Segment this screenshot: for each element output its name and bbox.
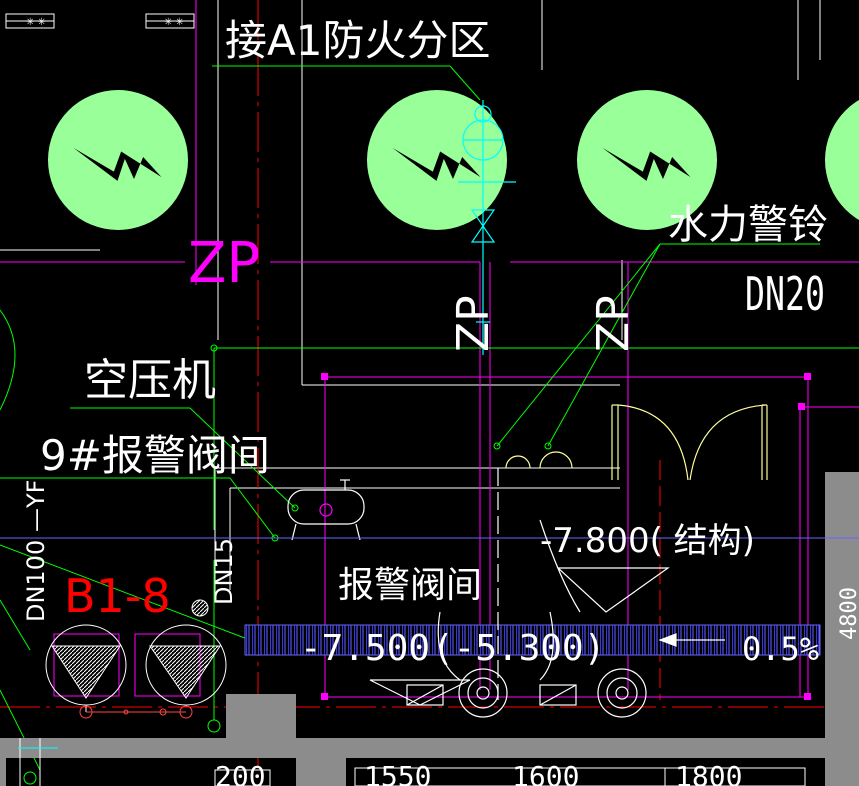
magenta-pipe-nodes: [321, 373, 811, 700]
pump-2: [134, 624, 227, 706]
label-pipe-yf: —YF: [22, 480, 50, 532]
air-compressor-icon: [287, 479, 365, 541]
label-alarm-valve-room: 报警阀间: [338, 565, 482, 606]
legend-box-left: ✳ ✳: [5, 13, 55, 29]
door-swings: [505, 404, 768, 481]
cyan-riser: [458, 100, 516, 355]
label-dim-4: 1800: [675, 760, 742, 786]
pump-pipe: [79, 705, 193, 719]
sump-details: [369, 468, 725, 718]
wall-outline: [19, 738, 806, 786]
label-dim-right: 4800: [837, 587, 859, 640]
label-water-bell: 水力警铃: [668, 202, 828, 248]
green-lines: [0, 65, 859, 771]
svg-text:✳ ✳: ✳ ✳: [164, 17, 184, 28]
label-dim-2: 1550: [364, 760, 431, 786]
label-slope: 0.5%: [742, 630, 819, 668]
svg-text:✳ ✳: ✳ ✳: [26, 17, 46, 28]
label-dim-3: 1600: [512, 760, 579, 786]
dn15-valve: [191, 599, 209, 617]
drainage-trench: [244, 624, 821, 656]
label-pipe-dn15: DN15: [210, 538, 238, 605]
grid-lines-white: [0, 0, 821, 600]
alarm-bell-1: [48, 90, 188, 230]
label-zp-vertical-1: ZP: [448, 295, 499, 352]
label-alarm-valve-9: 9#报警阀间: [40, 431, 270, 480]
label-bell-dn: DN20: [745, 267, 825, 321]
alarm-bell-4: [825, 99, 859, 221]
legend-box-right: ✳ ✳: [145, 13, 195, 29]
label-air-compressor: 空压机: [84, 355, 216, 406]
label-zp-main: ZP: [188, 231, 260, 296]
alarm-bell-2: [367, 90, 507, 230]
label-zp-vertical-2: ZP: [588, 295, 639, 352]
gray-walls: [0, 472, 859, 786]
green-nodes: [23, 344, 552, 785]
label-dim-1: 200: [215, 760, 266, 786]
label-connect-zone: 接A1防火分区: [225, 16, 490, 65]
alarm-bell-3: [577, 90, 717, 230]
pump-1: [45, 624, 127, 712]
label-elevation-2: (-5.300): [432, 628, 605, 669]
label-room-code: B1-8: [64, 569, 171, 623]
label-elevation-1: -7.500: [300, 628, 430, 669]
label-pipe-dn100: DN100: [22, 540, 50, 622]
label-elevation-structure: -7.800( 结构): [540, 521, 755, 561]
